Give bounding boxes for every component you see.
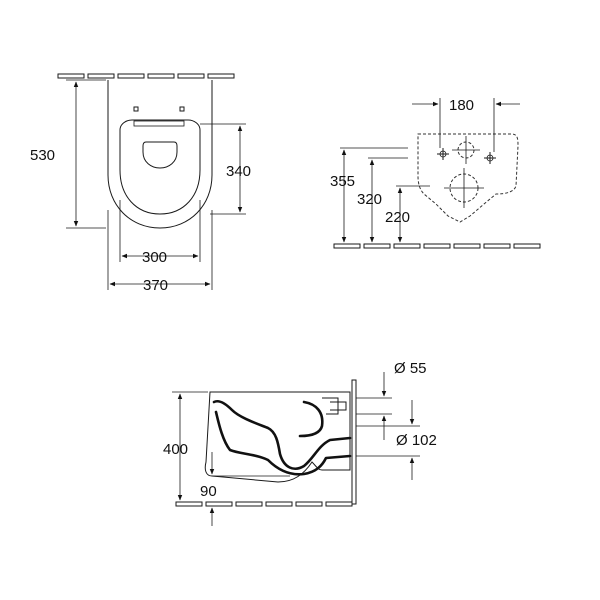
seat-hinge bbox=[133, 120, 185, 127]
seat-outline bbox=[119, 119, 201, 215]
inlet-connector bbox=[322, 397, 347, 415]
side-view-floor bbox=[175, 501, 353, 507]
dim-label-220: 220 bbox=[385, 209, 410, 226]
bowl-section-inner bbox=[214, 410, 352, 476]
dim-label-370: 370 bbox=[143, 277, 168, 294]
outlet-circle bbox=[444, 168, 484, 208]
fixing-cross-right bbox=[484, 152, 496, 164]
dim-label-400: 400 bbox=[163, 441, 188, 458]
rim-section bbox=[298, 400, 324, 438]
dim-label-180: 180 bbox=[449, 97, 474, 114]
side-view-wall bbox=[351, 379, 357, 505]
bowl-opening bbox=[142, 141, 178, 169]
fixing-cross-left bbox=[437, 148, 449, 160]
fixing-hole-left bbox=[133, 106, 139, 112]
side-view: 400 90 Ø 55 Ø 102 bbox=[163, 360, 437, 526]
dim-label-90: 90 bbox=[200, 483, 217, 500]
dim-label-55: Ø 55 bbox=[394, 360, 427, 377]
dim-label-355: 355 bbox=[330, 173, 355, 190]
bowl-outline bbox=[107, 80, 213, 229]
dim-label-530: 530 bbox=[30, 147, 55, 164]
dim-label-340: 340 bbox=[226, 163, 251, 180]
inlet-circle bbox=[452, 136, 480, 164]
top-view: 530 340 300 370 bbox=[30, 73, 251, 294]
top-view-wall bbox=[57, 73, 235, 79]
bowl-section bbox=[212, 399, 352, 470]
back-outline bbox=[417, 133, 519, 223]
dim-label-320: 320 bbox=[357, 191, 382, 208]
back-view-floor bbox=[333, 243, 541, 249]
dim-label-102: Ø 102 bbox=[396, 432, 437, 449]
dim-label-300: 300 bbox=[142, 249, 167, 266]
fixing-hole-right bbox=[179, 106, 185, 112]
back-view: 180 355 320 220 bbox=[330, 97, 541, 249]
